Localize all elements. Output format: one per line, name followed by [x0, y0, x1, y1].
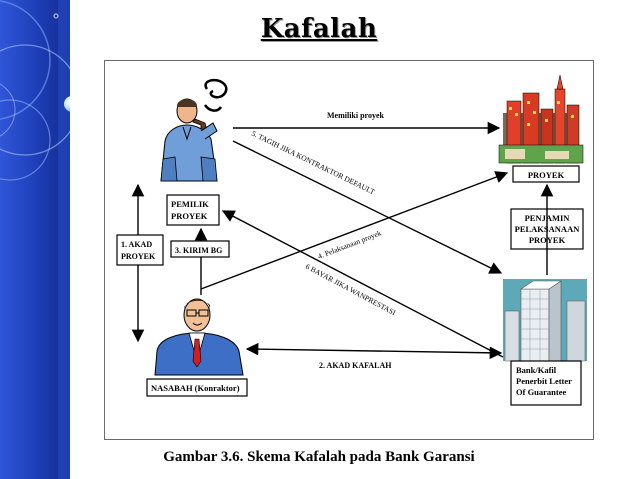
project-illustration [498, 74, 584, 164]
figure-caption: Gambar 3.6. Skema Kafalah pada Bank Gara… [163, 449, 475, 465]
bank-box: Bank/Kafil Penerbit Letter Of Guarantee [510, 360, 582, 406]
label-akad-1: 1. AKAD [121, 240, 152, 249]
arrow-bayar [221, 210, 504, 358]
akad-proyek-box: 1. AKAD PROYEK [116, 234, 164, 266]
label-kirim-bg: 3. KIRIM BG [175, 246, 222, 255]
bank-label-2: Penerbit Letter [516, 376, 572, 386]
label-akad-2: PROYEK [121, 252, 156, 261]
label-akad-kafalah: 2. AKAD KAFALAH [319, 361, 392, 370]
owner-illustration [160, 78, 228, 182]
label-bayar: 6 BAYAR JIKA WANPRESTASI [304, 262, 398, 318]
owner-label-2: PROYEK [171, 211, 208, 221]
bubble-icon [64, 96, 70, 112]
label-owns-project: Memiliki proyek [327, 111, 385, 120]
arrow-akad-kafalah [245, 342, 503, 360]
project-box: PROYEK [512, 165, 580, 183]
sidebar-decoration [0, 0, 70, 479]
arrow-pelaksanaan [200, 171, 509, 290]
kirim-bg-box: 3. KIRIM BG [170, 240, 230, 258]
contractor-box: NASABAH (Konraktor) [146, 378, 248, 397]
project-label: PROYEK [528, 170, 565, 180]
owner-box: PEMILIK PROYEK [166, 194, 220, 226]
kafalah-diagram: PEMILIK PROYEK NASABAH (Konraktor) [116, 74, 587, 406]
bank-illustration [503, 279, 587, 362]
slide-title: Kafalah [260, 14, 378, 44]
bank-label-3: Of Guarantee [516, 387, 567, 397]
diagram-arrows [131, 121, 554, 360]
contractor-label: NASABAH (Konraktor) [151, 383, 240, 393]
contractor-illustration [154, 298, 244, 376]
slide-sidebar [0, 0, 70, 479]
label-tagih: 5. TAGIH JIKA KONTRAKTOR DEFAULT [250, 129, 377, 197]
arrow-tagih [232, 140, 503, 274]
bank-label-1: Bank/Kafil [516, 365, 557, 375]
diagram-frame: PEMILIK PROYEK NASABAH (Konraktor) [104, 60, 594, 440]
owner-label-1: PEMILIK [171, 199, 209, 209]
